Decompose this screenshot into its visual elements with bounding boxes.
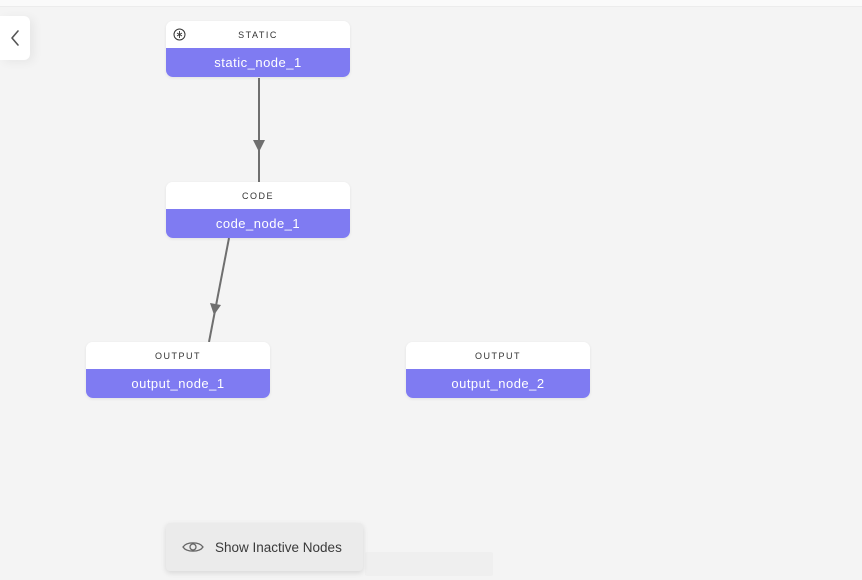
show-inactive-nodes-button[interactable]: Show Inactive Nodes (166, 523, 363, 571)
node-output-node-1[interactable]: OUTPUT output_node_1 (86, 342, 270, 398)
edge-code-to-output (208, 237, 230, 343)
node-type-label: OUTPUT (406, 342, 590, 369)
node-type-label: OUTPUT (86, 342, 270, 369)
node-name: code_node_1 (166, 209, 350, 238)
node-code-node-1[interactable]: CODE code_node_1 (166, 182, 350, 238)
chevron-left-icon (11, 30, 19, 46)
node-name: static_node_1 (166, 48, 350, 77)
show-inactive-nodes-label: Show Inactive Nodes (215, 539, 342, 555)
node-output-node-2[interactable]: OUTPUT output_node_2 (406, 342, 590, 398)
node-name: output_node_1 (86, 369, 270, 398)
back-button[interactable] (0, 16, 30, 60)
node-type-label: STATIC (166, 21, 350, 48)
node-type-text: STATIC (238, 29, 278, 40)
edge-static-to-code (253, 78, 265, 182)
eye-icon (182, 542, 204, 552)
node-type-label: CODE (166, 182, 350, 209)
faded-toolbar-button (365, 552, 493, 576)
node-static-node-1[interactable]: STATIC static_node_1 (166, 21, 350, 77)
node-name: output_node_2 (406, 369, 590, 398)
static-node-icon (173, 28, 186, 41)
top-bar (0, 0, 862, 7)
